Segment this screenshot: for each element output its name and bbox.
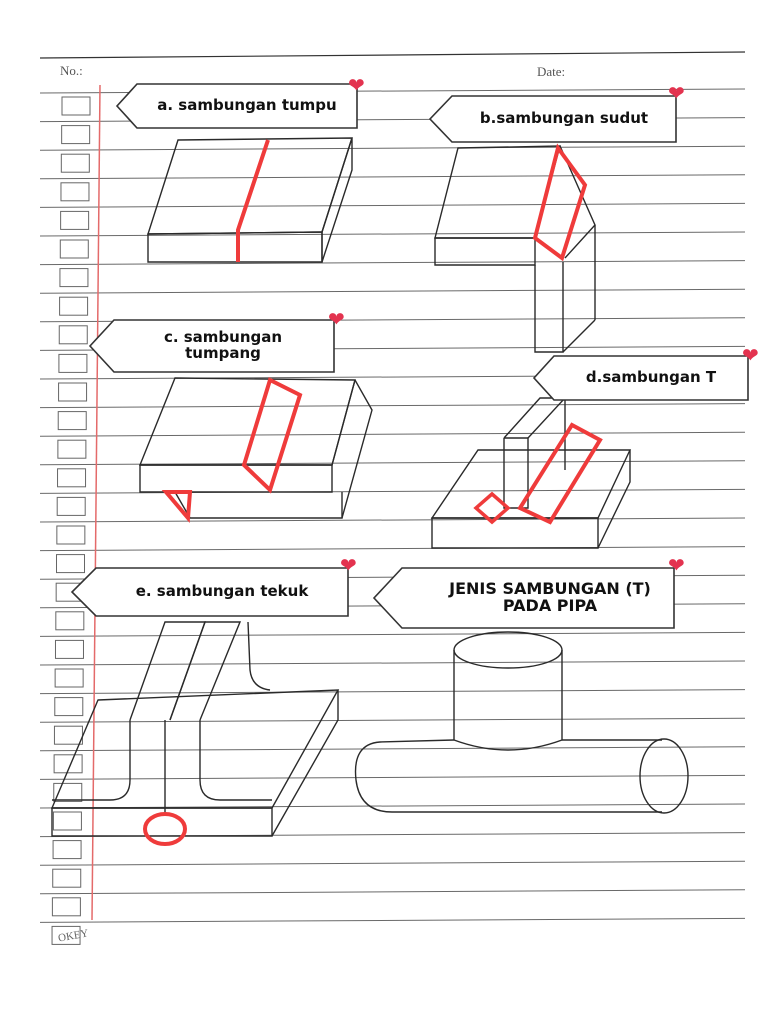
ruled-line xyxy=(39,288,746,294)
label-e-text: e. sambungan tekuk xyxy=(135,582,309,601)
margin-box xyxy=(57,439,87,459)
margin-box xyxy=(61,96,91,116)
ruled-line xyxy=(39,860,746,866)
corner-joint-weld xyxy=(532,143,588,262)
label-a: a. sambungan tumpu xyxy=(115,82,360,130)
margin-box xyxy=(59,296,89,316)
margin-box xyxy=(56,525,86,545)
margin-box xyxy=(56,496,86,516)
label-e-tag xyxy=(70,567,349,617)
ruled-line xyxy=(39,774,746,780)
margin-box xyxy=(51,897,81,917)
label-pipe-tag xyxy=(372,567,675,629)
label-c-text: c. sambungan tumpang xyxy=(163,328,283,362)
heart-icon: ❤ xyxy=(348,75,365,97)
butt-joint-drawing xyxy=(147,137,353,263)
margin-box xyxy=(57,468,87,488)
label-d-text: d.sambungan T xyxy=(585,368,717,387)
t-joint-weld-right xyxy=(517,422,603,525)
ruled-line xyxy=(39,517,746,523)
margin-box xyxy=(59,268,89,288)
ruled-line xyxy=(39,202,746,208)
ruled-line xyxy=(39,546,746,552)
t-joint-drawing xyxy=(430,397,632,549)
ruled-line xyxy=(39,889,746,895)
date-label: Date: xyxy=(537,64,566,79)
label-b: b.sambungan sudut xyxy=(428,94,678,144)
label-c: c. sambungan tumpang xyxy=(88,318,336,374)
label-b-text: b.sambungan sudut xyxy=(479,109,649,128)
ruled-line xyxy=(39,460,746,466)
margin-box xyxy=(59,239,89,259)
ruled-line xyxy=(39,260,746,266)
label-a-tag xyxy=(115,83,358,129)
t-joint-weld-left xyxy=(473,491,511,525)
margin-box xyxy=(54,697,84,717)
label-b-tag xyxy=(428,95,677,143)
margin-box xyxy=(58,325,88,345)
heart-icon: ❤ xyxy=(668,555,685,577)
ruled-line xyxy=(39,631,746,637)
ruled-line xyxy=(39,746,746,752)
margin-box xyxy=(53,725,83,745)
label-c-tag xyxy=(88,319,335,373)
ruled-line xyxy=(39,145,746,151)
margin-box xyxy=(60,210,90,230)
lap-joint-drawing xyxy=(138,377,373,519)
label-e: e. sambungan tekuk xyxy=(70,566,350,618)
margin-box xyxy=(52,840,82,860)
margin-box xyxy=(60,153,90,173)
butt-joint-weld xyxy=(236,139,270,262)
ruled-line xyxy=(39,917,746,923)
heart-icon: ❤ xyxy=(340,555,357,577)
margin-box xyxy=(54,639,84,659)
heart-icon: ❤ xyxy=(742,345,759,367)
margin-box xyxy=(52,811,82,831)
label-pipe-text: JENIS SAMBUNGAN (T) PADA PIPA xyxy=(449,579,651,615)
ruled-line xyxy=(39,231,746,237)
pipe-t-joint-drawing xyxy=(354,631,689,814)
ruled-line xyxy=(39,174,746,180)
lap-joint-weld-bottom xyxy=(161,490,193,524)
margin-box xyxy=(52,868,82,888)
margin-box xyxy=(56,554,86,574)
header-line xyxy=(39,51,746,59)
margin-box xyxy=(55,611,85,631)
label-d-tag xyxy=(532,355,749,401)
label-pipe: JENIS SAMBUNGAN (T) PADA PIPA xyxy=(372,566,676,630)
heart-icon: ❤ xyxy=(668,83,685,105)
heart-icon: ❤ xyxy=(328,309,345,331)
lap-joint-weld-top xyxy=(241,377,303,494)
ruled-line xyxy=(39,403,746,409)
margin-box xyxy=(60,182,90,202)
ruled-line xyxy=(39,488,746,494)
no-label: No.: xyxy=(60,63,83,78)
margin-box xyxy=(53,754,83,774)
label-d: d.sambungan T xyxy=(532,354,750,402)
edge-joint-drawing xyxy=(50,621,340,837)
margin-line xyxy=(91,84,101,921)
margin-box xyxy=(58,382,88,402)
ruled-line xyxy=(39,717,746,723)
margin-box xyxy=(51,925,81,945)
margin-box xyxy=(57,411,87,431)
edge-joint-weld xyxy=(143,812,187,846)
label-a-text: a. sambungan tumpu xyxy=(157,96,337,115)
ruled-line xyxy=(39,689,746,695)
margin-box xyxy=(54,668,84,688)
ruled-line xyxy=(39,431,746,437)
margin-checkboxes xyxy=(51,96,91,945)
margin-box xyxy=(61,125,91,145)
margin-box xyxy=(53,782,83,802)
margin-box xyxy=(58,353,88,373)
ruled-lines xyxy=(39,88,746,923)
ruled-line xyxy=(39,660,746,666)
